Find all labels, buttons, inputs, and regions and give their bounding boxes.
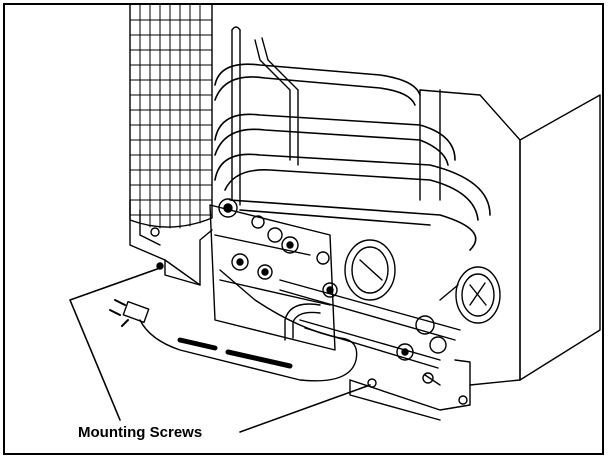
drain-tube (284, 303, 321, 341)
mounting-screws-label: Mounting Screws (78, 424, 203, 441)
base-plate (349, 359, 471, 421)
top-vertical-pipe (231, 26, 299, 206)
valve-assembly (209, 198, 338, 351)
round-port (344, 239, 501, 324)
condenser-bracket (129, 199, 213, 286)
figure-frame (3, 3, 604, 455)
cabinet-body (419, 89, 601, 386)
condenser-grid (129, 4, 213, 229)
gas-tubes (279, 279, 461, 386)
callout-leaders (69, 267, 371, 433)
power-cord (109, 269, 358, 382)
coil-tubes (214, 63, 491, 251)
